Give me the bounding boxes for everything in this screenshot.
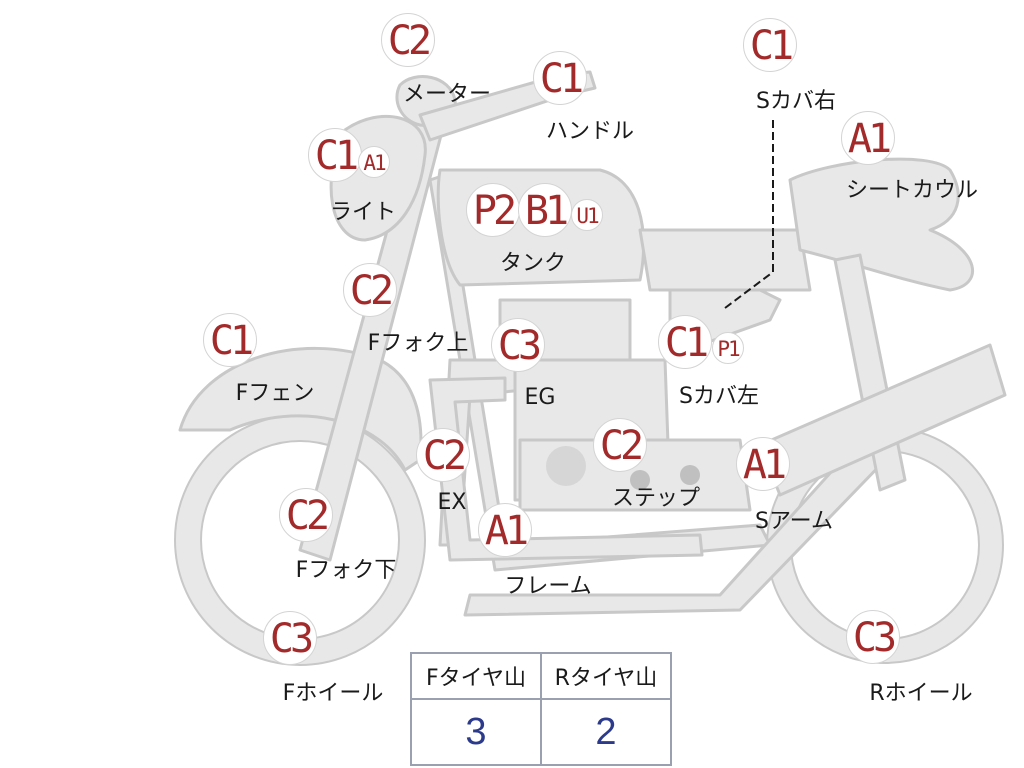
tire-value-front: 3 xyxy=(410,698,542,766)
tire-tread-table: Fタイヤ山 Rタイヤ山 3 2 xyxy=(410,652,672,766)
tire-value-rear: 2 xyxy=(540,698,672,766)
grade-badge-engine: C3 xyxy=(491,318,545,372)
grade-badge-tank-2: B1 xyxy=(518,183,572,237)
grade-badge-handle: C1 xyxy=(533,51,587,105)
grade-badge-light: C1 xyxy=(308,128,362,182)
part-label-ffork-lower: Fフォク下 xyxy=(295,558,397,583)
part-label-seat-cowl: シートカウル xyxy=(845,178,979,203)
part-label-step: ステップ xyxy=(611,486,701,511)
grade-badge-step: C2 xyxy=(593,418,647,472)
grade-badge-swingarm: A1 xyxy=(736,437,790,491)
grade-badge-ffender: C1 xyxy=(203,313,257,367)
grade-badge-scover-right: C1 xyxy=(743,18,797,72)
grade-badge-meter: C2 xyxy=(381,13,435,67)
part-label-exhaust: EX xyxy=(437,490,467,515)
grade-badge-seat-cowl: A1 xyxy=(841,111,895,165)
grade-badge-frame: A1 xyxy=(478,503,532,557)
part-label-fwheel: Fホイール xyxy=(282,681,384,706)
part-label-rwheel: Rホイール xyxy=(869,681,973,706)
sub-badge-scover-left: P1 xyxy=(712,332,744,364)
part-label-meter: メーター xyxy=(402,82,492,107)
part-label-scover-right: Sカバ右 xyxy=(756,89,836,114)
sub-badge-tank: U1 xyxy=(571,199,603,231)
grade-badge-ffork-upper: C2 xyxy=(343,263,397,317)
grade-badge-fwheel: C3 xyxy=(263,611,317,665)
part-label-scover-left: Sカバ左 xyxy=(679,384,759,409)
part-label-engine: EG xyxy=(524,385,556,410)
part-label-ffender: Fフェン xyxy=(235,381,315,406)
grade-badge-rwheel: C3 xyxy=(846,610,900,664)
grade-badge-tank: P2 xyxy=(466,183,520,237)
part-label-swingarm: Sアーム xyxy=(755,509,833,534)
part-label-handle: ハンドル xyxy=(545,119,635,144)
part-label-frame: フレーム xyxy=(504,574,592,599)
part-label-tank: タンク xyxy=(499,251,567,276)
tire-header-rear: Rタイヤ山 xyxy=(540,652,672,700)
grade-badge-exhaust: C2 xyxy=(416,428,470,482)
part-label-ffork-upper: Fフォク上 xyxy=(367,331,469,356)
grade-badge-ffork-lower: C2 xyxy=(279,488,333,542)
grade-badge-scover-left: C1 xyxy=(658,315,712,369)
part-label-light: ライト xyxy=(329,200,397,225)
tire-header-front: Fタイヤ山 xyxy=(410,652,542,700)
sub-badge-light: A1 xyxy=(358,146,390,178)
